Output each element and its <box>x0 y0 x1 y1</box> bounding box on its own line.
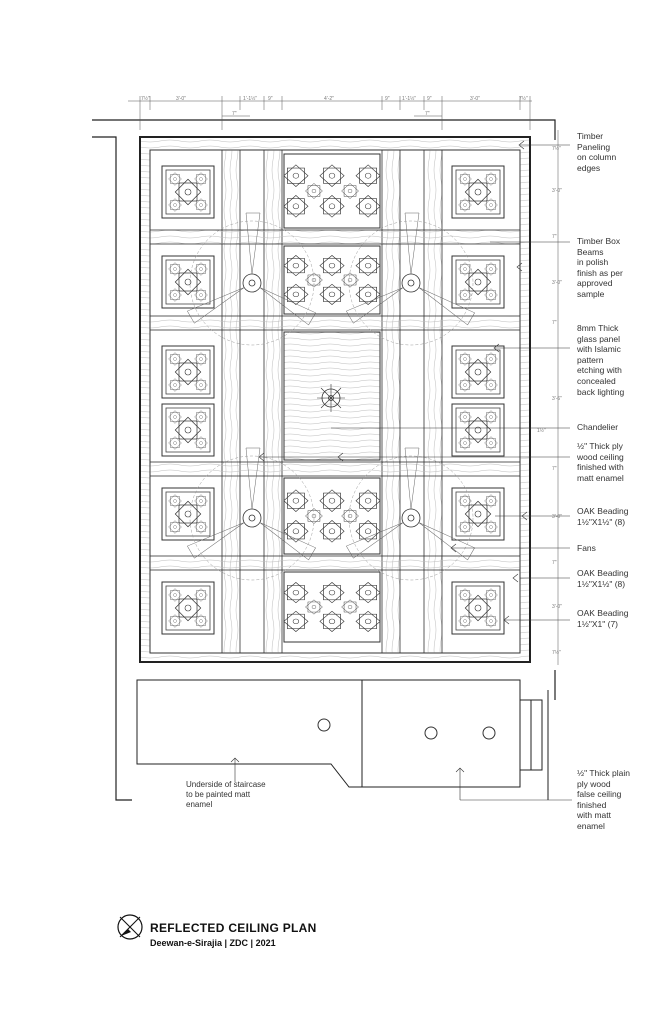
leader-lines <box>258 140 570 625</box>
staircase-note: Underside of staircase to be painted mat… <box>186 780 266 809</box>
drawing-subtitle: Deewan-e-Sirajia | ZDC | 2021 <box>150 938 276 948</box>
dim-right-7: 1½" <box>537 428 546 434</box>
dim-top-7: 1'-1½" <box>402 96 417 102</box>
central-glass-panels <box>283 153 381 643</box>
dim-top-10: 7½" <box>519 96 528 102</box>
dim-top-sub-1: 7" <box>232 111 237 117</box>
dim-top-8: 9" <box>427 96 432 102</box>
timber-box-beams <box>149 149 521 654</box>
chandelier-icon <box>317 384 345 412</box>
dim-right-5: 7" <box>552 320 557 326</box>
dim-top-6: 9" <box>385 96 390 102</box>
dim-top-3: 1'-1½" <box>243 96 258 102</box>
note-oak-beading-1: OAK Beading 1½"X1½" (8) <box>577 506 629 527</box>
dim-right-3: 7" <box>552 234 557 240</box>
note-timber-paneling: Timber Paneling on column edges <box>577 131 617 173</box>
staircase-leaders <box>230 757 572 801</box>
dim-top-1: 7½" <box>141 96 150 102</box>
north-arrow-icon <box>117 914 143 940</box>
dim-right-10: 7" <box>552 560 557 566</box>
dim-top-4: 9" <box>268 96 273 102</box>
note-ply-ceiling: ½" Thick ply wood ceiling finished with … <box>577 441 624 483</box>
note-oak-beading-2: OAK Beading 1½"X1½" (8) <box>577 568 629 589</box>
dim-right-6: 3'-6" <box>552 396 562 402</box>
note-chandelier: Chandelier <box>577 422 619 432</box>
dim-right-9: 3'-0" <box>552 514 562 520</box>
dim-right-12: 7½" <box>552 650 561 656</box>
dim-right-1: 7½" <box>552 146 561 152</box>
dim-top-9: 3'-0" <box>470 96 480 102</box>
drawing-title: REFLECTED CEILING PLAN <box>150 921 317 935</box>
dim-right-4: 3'-0" <box>552 280 562 286</box>
note-fans: Fans <box>577 543 596 553</box>
note-plain-ply: ½" Thick plain ply wood false ceiling fi… <box>577 768 630 831</box>
note-glass-panel: 8mm Thick glass panel with Islamic patte… <box>577 323 625 397</box>
note-oak-beading-3: OAK Beading 1½"X1" (7) <box>577 608 629 629</box>
staircase-area <box>136 679 549 800</box>
dim-top-2: 3'-0" <box>176 96 186 102</box>
dim-top-sub-2: 7" <box>425 111 430 117</box>
dim-right-11: 3'-0" <box>552 604 562 610</box>
dim-top-5: 4'-2" <box>324 96 334 102</box>
dim-right-8: 7" <box>552 466 557 472</box>
dim-right-2: 3'-0" <box>552 188 562 194</box>
note-timber-beams: Timber Box Beams in polish finish as per… <box>577 236 623 299</box>
walls <box>92 119 556 801</box>
top-dimension-line <box>128 96 532 130</box>
light-fixture-icon <box>317 718 496 740</box>
